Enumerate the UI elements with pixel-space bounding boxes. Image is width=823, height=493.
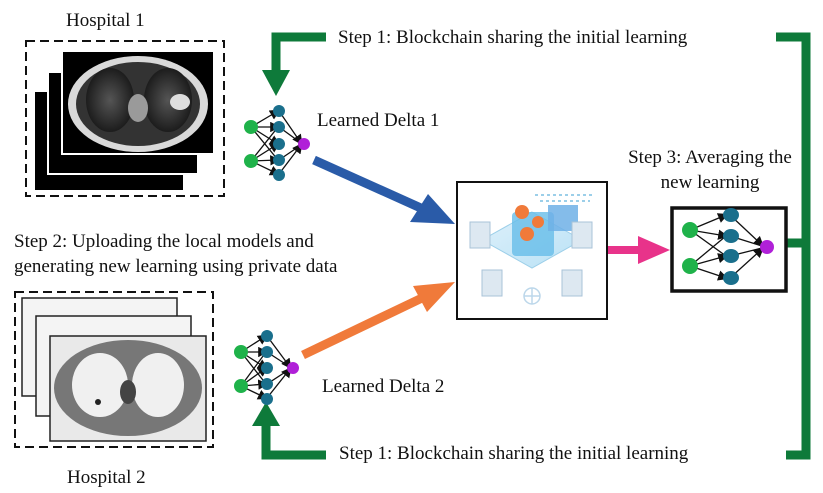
blockchain-server xyxy=(456,181,608,320)
loop-arrowhead-top xyxy=(262,70,290,96)
neural-net-2 xyxy=(234,330,299,405)
blue-upload-arrow xyxy=(312,155,455,224)
step1-top-label: Step 1: Blockchain sharing the initial l… xyxy=(338,27,688,48)
loop-arrowhead-bottom xyxy=(252,402,280,426)
learned-delta-1-label: Learned Delta 1 xyxy=(317,110,440,131)
hospital1-ct-stack xyxy=(25,40,225,197)
orange-upload-arrow xyxy=(301,282,455,360)
pink-average-arrow xyxy=(607,236,670,264)
step1-bottom-label: Step 1: Blockchain sharing the initial l… xyxy=(339,443,689,464)
hospital1-label: Hospital 1 xyxy=(66,10,145,31)
step3-line2: new learning xyxy=(660,172,760,193)
hospital2-ct-stack xyxy=(14,291,214,448)
learned-delta-2-label: Learned Delta 2 xyxy=(322,376,445,397)
step3-line1: Step 3: Averaging the xyxy=(628,147,792,168)
step2-line1: Step 2: Uploading the local models and xyxy=(14,231,314,252)
averaged-model-box xyxy=(670,206,788,293)
hospital2-label: Hospital 2 xyxy=(67,467,146,488)
blockchain-loop xyxy=(261,32,811,460)
neural-net-1 xyxy=(244,105,310,181)
step2-line2: generating new learning using private da… xyxy=(14,256,338,277)
